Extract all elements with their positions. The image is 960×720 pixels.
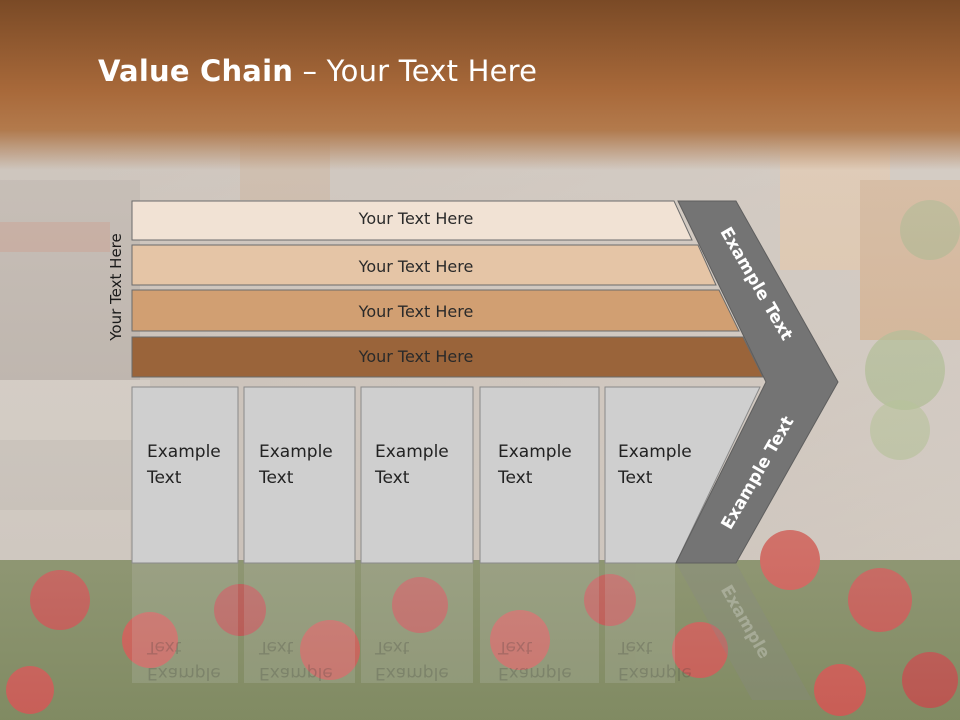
margin-chevron xyxy=(675,200,839,564)
bar-4-label: Your Text Here xyxy=(358,347,474,366)
bar-3 xyxy=(131,289,740,332)
bar-4 xyxy=(131,336,764,378)
activity-box-4 xyxy=(479,386,600,564)
chevron-reflection xyxy=(676,563,812,700)
bar-2-label: Your Text Here xyxy=(358,257,474,276)
bar-2 xyxy=(131,244,717,286)
bar-1-label: Your Text Here xyxy=(358,209,474,228)
activity-box-1 xyxy=(131,386,239,564)
activity-box-2 xyxy=(243,386,356,564)
bar-1 xyxy=(131,200,693,241)
page-title: Value Chain – Your Text Here xyxy=(98,54,538,88)
activity-box-3 xyxy=(360,386,474,564)
bar-3-label: Your Text Here xyxy=(358,302,474,321)
reflection xyxy=(132,563,675,683)
